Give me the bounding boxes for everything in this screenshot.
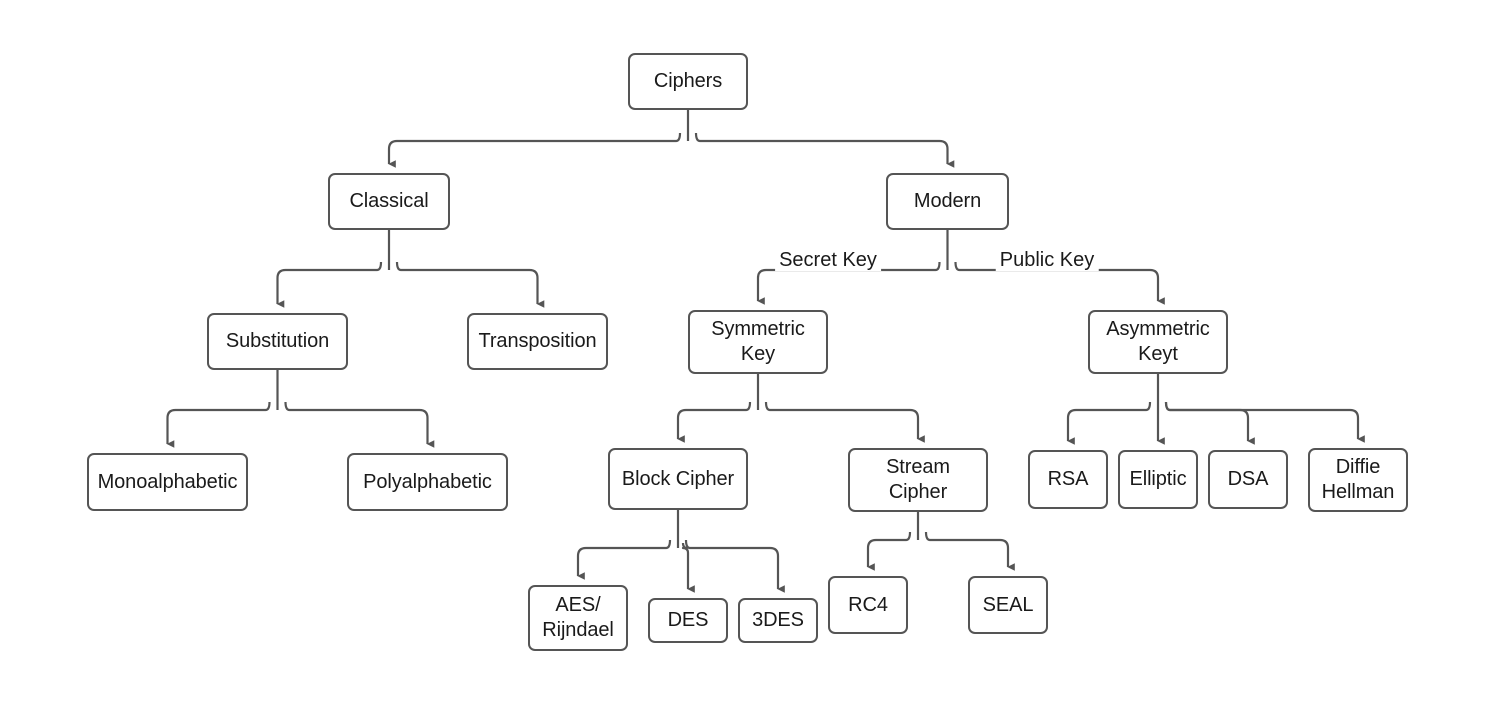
edge-block-cipher-to-3des [684, 539, 785, 593]
node-3des[interactable]: 3DES [738, 598, 818, 643]
edge-classical-to-transposition [395, 261, 545, 308]
node-stream-cipher[interactable]: Stream Cipher [848, 448, 988, 512]
edge-block-cipher-to-aes-rijndael [576, 539, 672, 580]
node-dsa[interactable]: DSA [1208, 450, 1288, 509]
node-symmetric-key[interactable]: Symmetric Key [688, 310, 828, 374]
edge-block-cipher-to-des [681, 542, 695, 593]
node-diffie-hellman[interactable]: Diffie Hellman [1308, 448, 1408, 512]
node-transposition[interactable]: Transposition [467, 313, 608, 370]
edge-substitution-to-monoalphabetic [166, 401, 271, 448]
node-aes-rijndael[interactable]: AES/ Rijndael [528, 585, 628, 651]
node-rc4[interactable]: RC4 [828, 576, 908, 634]
edge-symmetric-key-to-block-cipher [676, 401, 752, 443]
node-des[interactable]: DES [648, 598, 728, 643]
node-classical[interactable]: Classical [328, 173, 450, 230]
edge-stream-cipher-to-rc4 [866, 531, 912, 571]
node-substitution[interactable]: Substitution [207, 313, 348, 370]
edge-asymmetric-key-to-rsa [1066, 401, 1152, 445]
node-elliptic[interactable]: Elliptic [1118, 450, 1198, 509]
node-modern[interactable]: Modern [886, 173, 1009, 230]
edge-modern-to-symmetric-key [756, 261, 941, 305]
edge-ciphers-to-modern [694, 132, 955, 168]
node-seal[interactable]: SEAL [968, 576, 1048, 634]
edge-substitution-to-polyalphabetic [284, 401, 435, 448]
edge-label-public-key: Public Key [995, 249, 1099, 271]
node-block-cipher[interactable]: Block Cipher [608, 448, 748, 510]
node-rsa[interactable]: RSA [1028, 450, 1108, 509]
edge-stream-cipher-to-seal [924, 531, 1015, 571]
node-asymmetric-key[interactable]: Asymmetric Keyt [1088, 310, 1228, 374]
edge-classical-to-substitution [276, 261, 383, 308]
node-monoalphabetic[interactable]: Monoalphabetic [87, 453, 248, 511]
edge-ciphers-to-classical [387, 132, 682, 168]
edge-asymmetric-key-to-diffie-hellman [1164, 401, 1365, 443]
node-polyalphabetic[interactable]: Polyalphabetic [347, 453, 508, 511]
edge-modern-to-asymmetric-key [954, 261, 1165, 305]
node-ciphers[interactable]: Ciphers [628, 53, 748, 110]
edge-label-secret-key: Secret Key [775, 249, 881, 271]
edge-asymmetric-key-to-dsa [1164, 401, 1255, 445]
edge-symmetric-key-to-stream-cipher [764, 401, 925, 443]
